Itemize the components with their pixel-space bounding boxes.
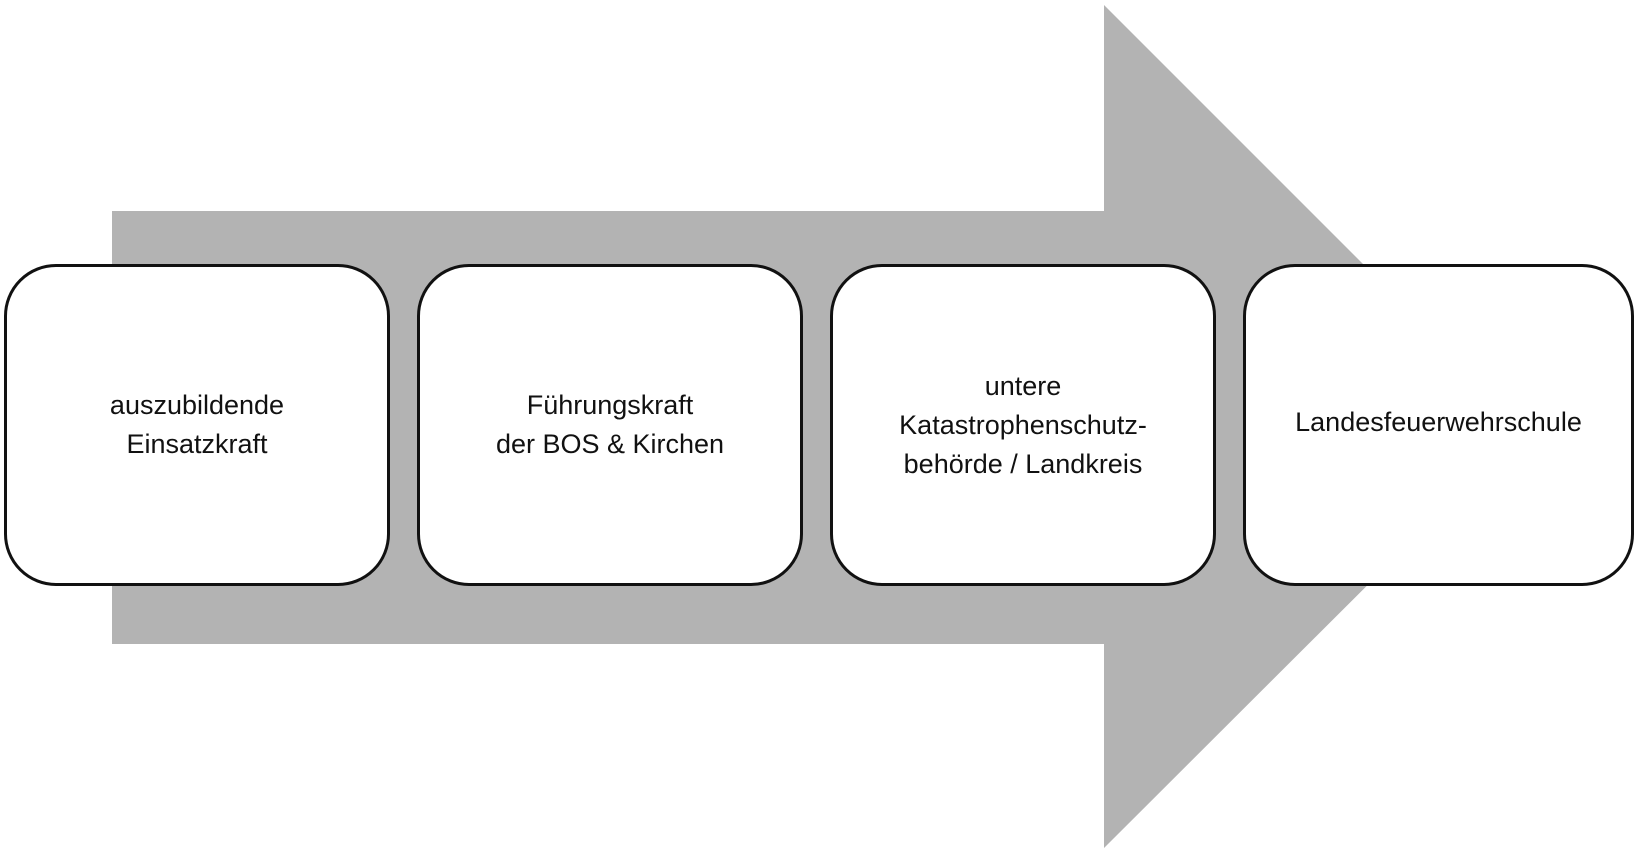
step-box-authority: untere Katastrophenschutz- behörde / Lan…	[830, 264, 1216, 586]
step-box-leader: Führungskraft der BOS & Kirchen	[417, 264, 803, 586]
step-label: Führungskraft der BOS & Kirchen	[495, 390, 725, 459]
step-label: Landesfeuerwehrschule	[1295, 406, 1582, 437]
step-label: untere Katastrophenschutz- behörde / Lan…	[899, 370, 1147, 479]
step-label: auszubildende Einsatzkraft	[109, 390, 285, 459]
step-box-fire-school: Landesfeuerwehrschule	[1243, 264, 1634, 586]
step-box-trainee: auszubildende Einsatzkraft	[4, 264, 390, 586]
